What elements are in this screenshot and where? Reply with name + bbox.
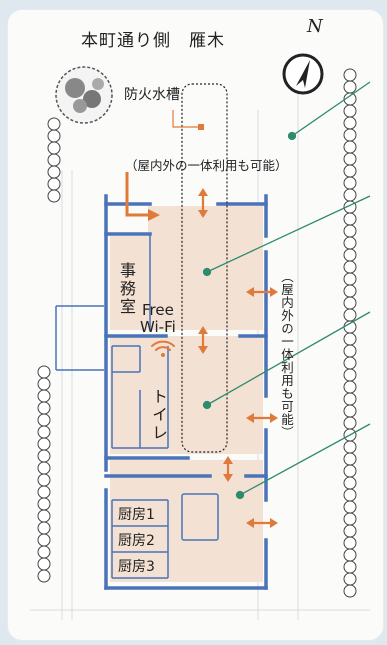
leader-lines <box>202 81 371 500</box>
kitchen-1-label: 厨房1 <box>118 507 155 523</box>
side-usage-note: （屋内外の一体利用も可能） <box>279 270 294 439</box>
left-street-trees <box>47 117 61 203</box>
vertical-arrow-middle <box>198 326 208 354</box>
toilet-label: トイレ <box>149 388 168 442</box>
fire-tank-marker <box>172 110 204 130</box>
vertical-arrow-top <box>198 188 208 218</box>
kitchen-3-label: 厨房3 <box>118 559 155 575</box>
entrance-arrow <box>125 172 160 221</box>
double-arrows <box>198 188 278 528</box>
wifi-icon <box>151 340 175 357</box>
wifi-line-2: Wi-Fi <box>140 318 176 336</box>
north-label: N <box>307 16 323 37</box>
office-label: 事務室 <box>117 262 136 316</box>
floor-areas <box>110 206 263 582</box>
fire-tank-label: 防火水槽 <box>124 87 180 103</box>
wifi-line-1: Free <box>141 301 174 319</box>
kitchen-2-label: 厨房2 <box>118 533 155 549</box>
lower-left-trees <box>37 365 51 583</box>
interior-lines <box>55 234 219 579</box>
horizontal-arrow-1 <box>246 287 278 297</box>
horizontal-arrow-3 <box>246 518 278 528</box>
top-usage-note: （屋内外の一体利用も可能） <box>125 158 288 173</box>
vertical-arrow-bottom <box>223 456 233 482</box>
right-street-trees <box>343 68 357 598</box>
compass-icon <box>282 53 324 95</box>
horizontal-arrow-2 <box>246 413 278 423</box>
wifi-label: Free Wi-Fi <box>140 302 176 336</box>
fire-tank-outline <box>181 83 228 453</box>
page-title: 本町通り側 雁木 <box>81 31 225 51</box>
tree-icon <box>55 66 113 124</box>
